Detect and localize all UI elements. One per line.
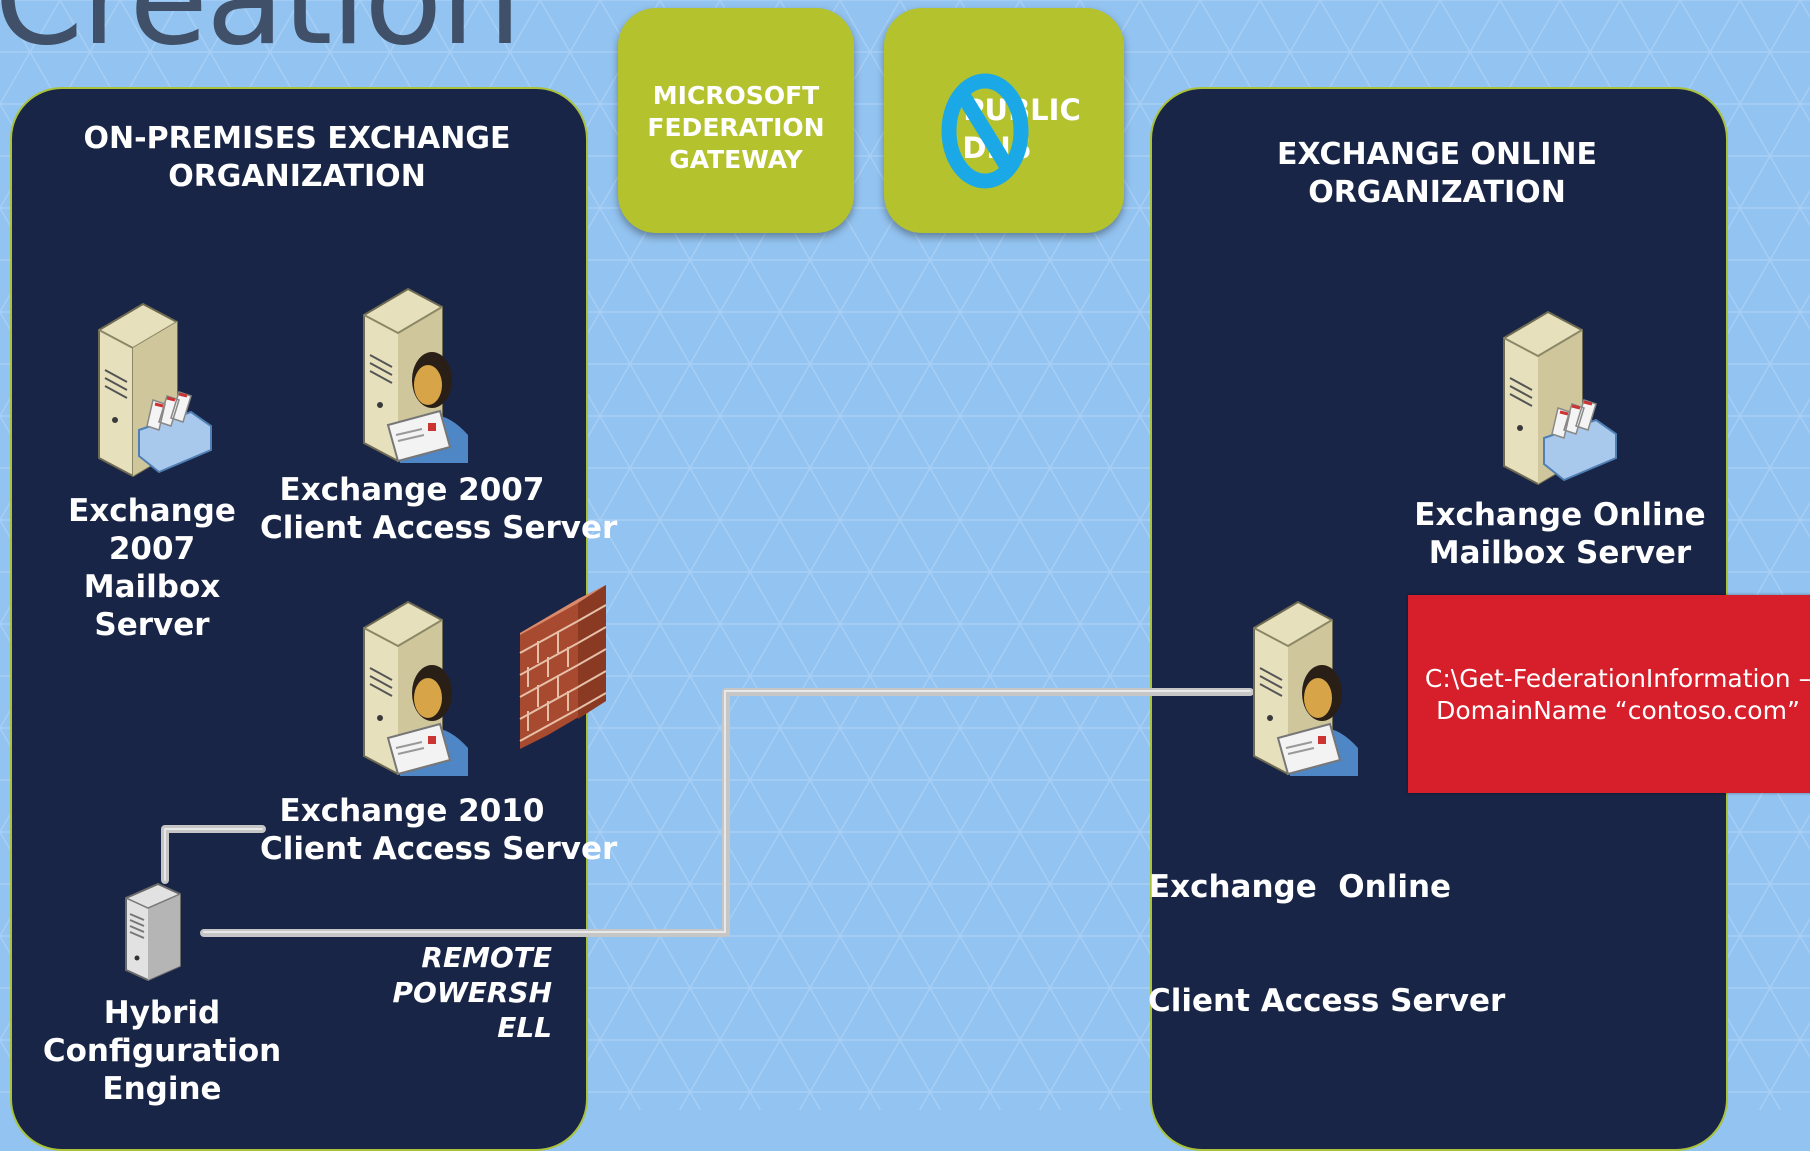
cas-2010-label: Exchange 2010 Client Access Server xyxy=(260,792,618,868)
mailbox-2007-label-line4: Server xyxy=(94,607,210,643)
online-mailbox-server-icon xyxy=(1503,310,1617,486)
remote-powershell-label: REMOTE POWERSH ELL xyxy=(380,940,553,1045)
cas-2010-label-line2: Client Access Server xyxy=(260,831,618,867)
federation-gateway-line1: MICROSOFT xyxy=(652,81,820,110)
slide-title: Creation xyxy=(0,0,522,64)
online-client-access-server-icon xyxy=(1253,600,1358,776)
on-premises-title-line2: ORGANIZATION xyxy=(168,159,426,194)
command-callout-line2: DomainName “contoso.com” xyxy=(1436,696,1800,725)
federation-gateway-line3: GATEWAY xyxy=(669,145,803,174)
online-mailbox-label-line2: Mailbox Server xyxy=(1428,535,1692,571)
on-premises-panel xyxy=(10,87,588,1151)
on-premises-title-line1: ON-PREMISES EXCHANGE xyxy=(83,121,511,156)
mailbox-2007-label-line2: 2007 xyxy=(108,531,196,567)
client-access-server-2010-icon xyxy=(363,600,468,776)
client-access-server-icon xyxy=(363,287,468,463)
hybrid-engine-label-line3: Engine xyxy=(102,1071,222,1107)
cas-2007-label-line2: Client Access Server xyxy=(260,510,618,546)
on-premises-title: ON-PREMISES EXCHANGE ORGANIZATION xyxy=(40,120,554,196)
online-mailbox-label: Exchange Online Mailbox Server xyxy=(1400,496,1720,572)
cas-2007-label: Exchange 2007 Client Access Server xyxy=(260,471,618,547)
cas-2007-label-line1: Exchange 2007 xyxy=(279,472,545,508)
mailbox-2007-label-line3: Mailbox xyxy=(83,569,221,605)
public-dns-box: PUBLIC DNS xyxy=(884,8,1124,233)
exchange-online-title-line2: ORGANIZATION xyxy=(1308,175,1566,210)
exchange-online-title-line1: EXCHANGE ONLINE xyxy=(1276,137,1598,172)
online-cas-label-line2: Client Access Server xyxy=(1148,983,1506,1019)
remote-powershell-line3: ELL xyxy=(497,1011,552,1044)
prohibited-icon xyxy=(941,73,1029,189)
hybrid-engine-label-line2: Configuration xyxy=(42,1033,282,1069)
cas-2010-label-line1: Exchange 2010 xyxy=(279,793,545,829)
mailbox-server-icon xyxy=(98,302,212,478)
hybrid-engine-icon xyxy=(125,882,181,982)
hybrid-engine-label-line1: Hybrid xyxy=(103,995,221,1031)
online-mailbox-label-line1: Exchange Online xyxy=(1414,497,1706,533)
firewall-icon xyxy=(519,585,607,749)
command-callout-line1: C:\Get-FederationInformation – xyxy=(1424,664,1810,693)
federation-gateway-line2: FEDERATION xyxy=(647,113,825,142)
remote-powershell-line1: REMOTE xyxy=(421,941,552,974)
remote-powershell-line2: POWERSH xyxy=(392,976,553,1009)
connection-lines xyxy=(161,688,1254,937)
online-cas-label: Exchange Online Client Access Server xyxy=(1148,792,1506,1058)
exchange-online-title: EXCHANGE ONLINE ORGANIZATION xyxy=(1180,136,1694,212)
online-cas-label-line1: Exchange Online xyxy=(1148,869,1452,905)
federation-gateway-box: MICROSOFT FEDERATION GATEWAY xyxy=(618,8,854,233)
command-callout: C:\Get-FederationInformation – DomainNam… xyxy=(1408,595,1810,793)
hybrid-engine-label: Hybrid Configuration Engine xyxy=(42,994,282,1108)
mailbox-2007-label: Exchange 2007 Mailbox Server xyxy=(62,492,242,644)
mailbox-2007-label-line1: Exchange xyxy=(68,493,236,529)
